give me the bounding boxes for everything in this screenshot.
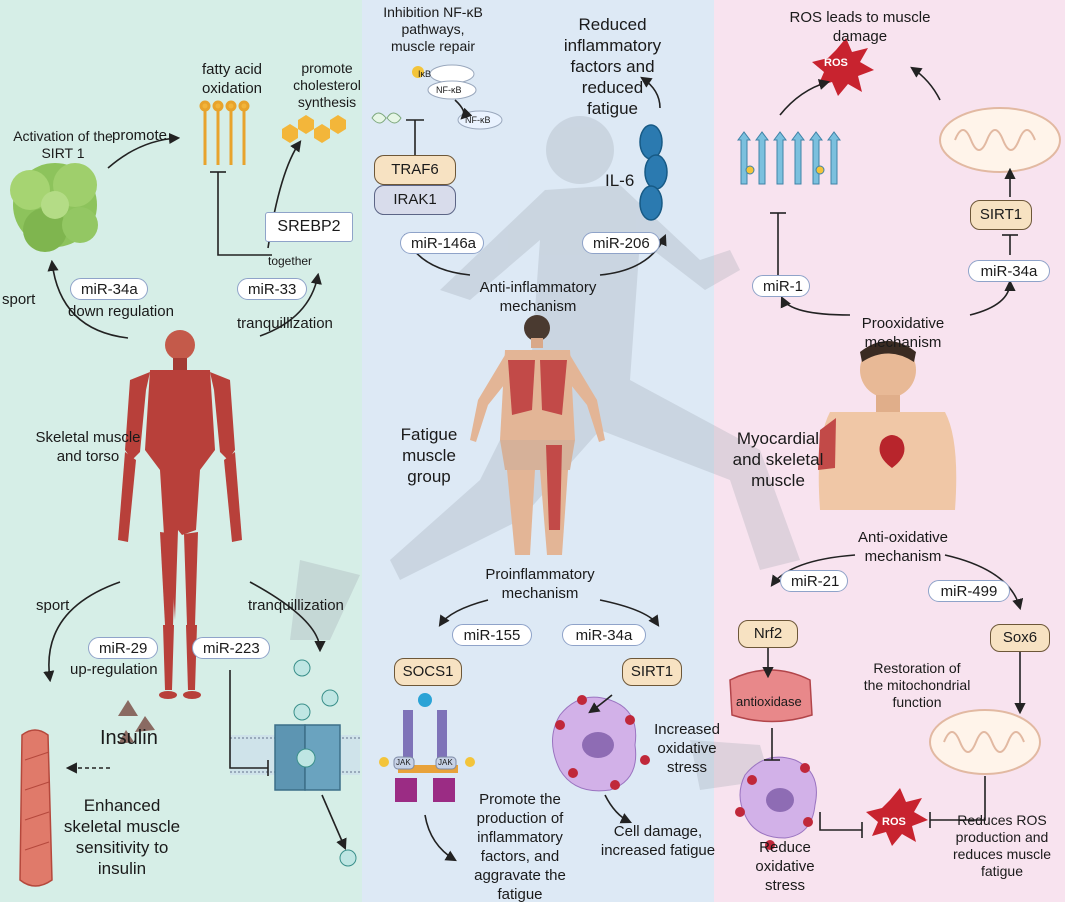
mir-29-pill: miR-29 (88, 637, 158, 659)
sirt1-mid-box: SIRT1 (622, 658, 682, 686)
label-ikb: IκB (418, 69, 432, 79)
mir-21-pill: miR-21 (780, 570, 848, 592)
label-il6: IL-6 (605, 171, 635, 190)
il6-icon (639, 124, 668, 221)
label-nfkb-bound: NF-κB (436, 85, 462, 95)
label-sport-top: sport (2, 291, 36, 308)
label-promote-production: Promote the production of inflammatory f… (474, 791, 566, 902)
label-fatty-acid-oxidation: fatty acid oxidation (201, 61, 263, 97)
label-increased-oxidative: Increased oxidative stress (654, 721, 720, 776)
nrf2-box: Nrf2 (738, 620, 798, 648)
label-jak-right: JAK (438, 758, 453, 767)
protein-structure-icon (737, 131, 841, 185)
label-ros-damage: ROS leads to muscle damage (789, 9, 931, 45)
fatigue-muscle-figure (470, 315, 605, 555)
label-together: together (268, 254, 313, 268)
myocardial-torso-figure (818, 341, 957, 510)
sox6-box: Sox6 (990, 624, 1050, 652)
label-reduced-inflammatory: Reduced inflammatory factors and reduced… (563, 15, 662, 118)
srebp2-box: SREBP2 (265, 212, 353, 242)
label-ros-top: ROS (824, 57, 848, 69)
label-skeletal-muscle-torso: Skeletal muscle and torso (35, 429, 141, 465)
sirt1-right-box: SIRT1 (970, 200, 1032, 230)
label-down-regulation: down regulation (68, 303, 174, 320)
sirt1-cluster-icon (10, 163, 98, 252)
label-up-regulation: up-regulation (70, 661, 158, 678)
label-inhibition-nfkb: Inhibition NF-κB pathways, muscle repair (383, 4, 483, 54)
label-enhanced-sensitivity: Enhanced skeletal muscle sensitivity to … (63, 796, 181, 878)
mir-206-pill: miR-206 (582, 232, 660, 254)
mir-499-pill: miR-499 (928, 580, 1010, 602)
muscle-fiber-icon (19, 729, 53, 887)
insulin-icon (118, 700, 155, 744)
label-tranquillization-bottom: tranquillization (248, 597, 344, 614)
label-activation-sirt1: Activation of the SIRT 1 (13, 128, 113, 161)
label-tranquillization-top: tranquillization (237, 315, 333, 332)
mir-1-pill: miR-1 (752, 275, 810, 297)
label-jak-left: JAK (396, 758, 411, 767)
socs1-box: SOCS1 (394, 658, 462, 686)
socs1-receptor-icon (379, 693, 475, 802)
label-anti-oxidative: Anti-oxidative mechanism (857, 529, 949, 565)
label-anti-inflammatory: Anti-inflammatory mechanism (479, 279, 597, 315)
label-sport-bottom: sport (36, 597, 70, 614)
ros-star-bottom (866, 788, 928, 846)
mir-34a-mid-pill: miR-34a (562, 624, 646, 646)
label-restoration: Restoration of the mitochondrial functio… (863, 660, 971, 710)
mitochondrion-bottom-icon (929, 709, 1041, 775)
cholesterol-icon (282, 115, 346, 143)
runner-silhouette (290, 116, 800, 790)
label-cell-damage: Cell damage, increased fatigue (600, 823, 716, 859)
label-promote-cholesterol: promote cholesterol synthesis (293, 60, 361, 110)
mir-155-pill: miR-155 (452, 624, 532, 646)
mir-34a-right-pill: miR-34a (968, 260, 1050, 282)
irak1-box: IRAK1 (374, 185, 456, 215)
damaged-cell-icon (552, 695, 650, 792)
label-promote: promote (112, 127, 168, 144)
mir-146a-pill: miR-146a (400, 232, 484, 254)
label-myocardial-skeletal: Myocardial and skeletal muscle (732, 429, 824, 490)
skeletal-muscle-figure (118, 330, 242, 699)
fatty-acid-icon (199, 100, 250, 165)
glucose-transporter-icon (230, 659, 360, 867)
label-proinflammatory: Proinflammatory mechanism (485, 566, 595, 602)
label-reduces-ros: Reduces ROS production and reduces muscl… (952, 812, 1052, 879)
antioxidase-icon (729, 669, 813, 723)
traf6-box: TRAF6 (374, 155, 456, 185)
mir-34a-left-pill: miR-34a (70, 278, 148, 300)
mitochondrion-top-icon (939, 107, 1061, 173)
label-ros-bottom: ROS (882, 816, 906, 828)
mir-33-pill: miR-33 (237, 278, 307, 300)
label-reduce-oxidative: Reduce oxidative stress (755, 839, 815, 894)
label-nfkb-free: NF-κB (465, 115, 491, 125)
label-insulin: Insulin (100, 727, 158, 749)
reduced-stress-cell-icon (735, 756, 817, 850)
label-prooxidative: Prooxidative mechanism (861, 315, 945, 351)
label-fatigue-muscle-group: Fatigue muscle group (400, 425, 458, 486)
mir-223-pill: miR-223 (192, 637, 270, 659)
label-antioxidase: antioxidase (736, 694, 802, 709)
